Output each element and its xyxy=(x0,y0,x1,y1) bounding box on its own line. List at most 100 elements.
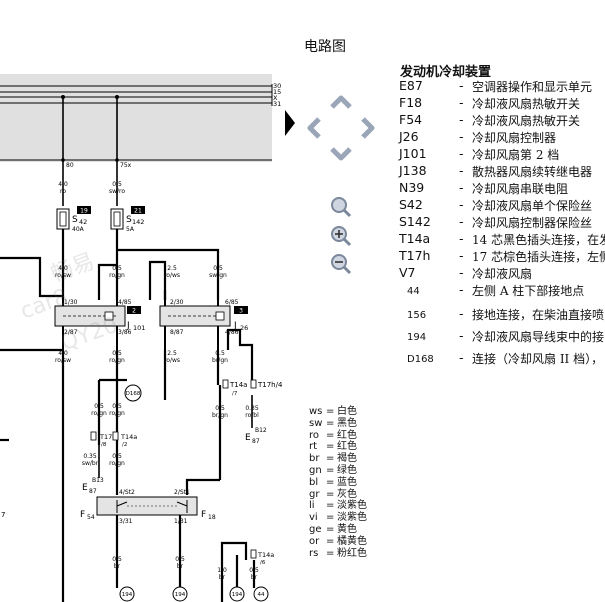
fuse-num: 21 xyxy=(134,208,142,215)
legend-code: D168 xyxy=(407,354,434,365)
legend-desc: 冷却风扇控制器保险丝 xyxy=(472,216,593,230)
component-f18: F xyxy=(201,510,206,520)
wire-label: sw/ro xyxy=(109,188,125,195)
wire-label: ro/sw xyxy=(55,357,71,364)
legend-desc: 冷却风扇控制器 xyxy=(472,131,557,145)
wire-label: br xyxy=(219,574,226,581)
wire-label: ro/gn xyxy=(109,357,125,364)
wire-label: ro/ws xyxy=(164,357,180,364)
color-row: rs=粉红色 xyxy=(309,547,367,559)
relay-name: J xyxy=(233,321,237,331)
relay-name: J xyxy=(126,321,130,331)
wire-label: 0.35 xyxy=(83,453,97,460)
legend-desc: 17 芯棕色插头连接，左侧 xyxy=(472,250,605,264)
relay-j26: 3 J 26 2/30 6/85 8/87 4/86 xyxy=(159,299,248,350)
arrow-right-icon[interactable] xyxy=(361,117,375,139)
wire-label: 0.5 xyxy=(175,556,185,563)
svg-text:T14a: T14a xyxy=(257,551,274,559)
color-row: sw=黑色 xyxy=(309,417,357,429)
arrow-left-icon[interactable] xyxy=(307,117,321,139)
legend-desc: 冷却液风扇 xyxy=(472,267,533,281)
wire-label: 0.5 xyxy=(112,350,122,357)
fuse-s42: 19 S 42 40A xyxy=(56,206,91,233)
legend-desc: 14 芯黑色插头连接，在发 xyxy=(472,233,605,247)
wire-label: 0.5 xyxy=(112,403,122,410)
wire-label: ro/ws xyxy=(164,272,180,279)
plug-t14a-6: T14a /6 xyxy=(250,549,274,566)
fuse-sub: 42 xyxy=(79,218,87,226)
wire-label: ro/gn xyxy=(91,410,107,417)
wire-label: 0.5 xyxy=(249,567,259,574)
svg-text:/6: /6 xyxy=(260,560,266,566)
legend-code: 44 xyxy=(407,286,420,297)
ground-points: 194 194 194 44 xyxy=(119,586,269,602)
legend-code: T14a xyxy=(399,231,431,246)
legend-desc: 左侧 A 柱下部接地点 xyxy=(472,284,585,298)
svg-text:T14a: T14a xyxy=(120,433,137,441)
wire-label: 4.0 xyxy=(58,181,68,188)
pin-label: 1/30 xyxy=(64,299,78,306)
ground-label: 194 xyxy=(175,592,186,598)
legend-desc: 冷却风扇第 2 档 xyxy=(472,148,560,162)
pin-label: B12 xyxy=(255,427,267,434)
wire-label: br/gn xyxy=(212,412,228,419)
color-row: ro=红色 xyxy=(309,429,357,441)
legend-code: J101 xyxy=(399,146,427,161)
wire-label: ro/gn xyxy=(109,272,125,279)
svg-text:T17h: T17h xyxy=(99,433,116,441)
svg-text:/7: /7 xyxy=(232,391,238,397)
conn-label-80: 80 xyxy=(66,162,74,169)
svg-text:/2: /2 xyxy=(122,442,127,448)
wire-label: ro/sw xyxy=(55,272,71,279)
color-row: gn=绿色 xyxy=(309,464,357,476)
svg-text:18: 18 xyxy=(208,514,216,521)
pin-label: 2/St1 xyxy=(174,489,190,496)
bus-label-30: 30 xyxy=(273,82,281,90)
pan-control xyxy=(305,92,377,168)
zoom-in-icon[interactable] xyxy=(330,225,352,251)
legend-desc: 冷却液风扇热敏开关 xyxy=(472,114,581,128)
color-row: rt=红色 xyxy=(309,441,357,453)
relay-sub: 26 xyxy=(240,324,248,332)
arrow-down-icon[interactable] xyxy=(330,147,352,161)
pin-label: 2/87 xyxy=(64,329,78,336)
svg-text:87: 87 xyxy=(89,488,97,495)
color-row: br=褐色 xyxy=(309,453,357,465)
legend-code: J138 xyxy=(399,163,427,178)
caret-right-icon[interactable] xyxy=(285,110,295,140)
ground-label: 194 xyxy=(122,592,133,598)
color-row: or=橘黄色 xyxy=(309,535,367,547)
legend-code: S42 xyxy=(399,197,423,212)
zoom-out-icon[interactable] xyxy=(330,253,352,279)
color-row: bl=蓝色 xyxy=(309,476,357,488)
wiring-diagram: 30 15 X 31 80 75x 4.0 ro 0.5 sw/ro 19 S … xyxy=(0,74,283,602)
wire-label: 0.5 xyxy=(94,403,104,410)
pin-label: 4/85 xyxy=(118,299,132,306)
wire-label: br xyxy=(251,574,258,581)
legend-code: 156 xyxy=(407,310,427,321)
wire-label: 0.5 xyxy=(112,181,122,188)
wire-label: ro/gn xyxy=(109,410,125,417)
component-e87: E xyxy=(245,433,251,443)
legend-code: S142 xyxy=(399,214,431,229)
bus-label-x: X xyxy=(273,94,278,102)
color-row: ge=黄色 xyxy=(309,523,357,535)
color-row: li=淡紫色 xyxy=(309,500,367,512)
wire-label: sw/gn xyxy=(209,272,227,279)
connector-label: D168 xyxy=(126,391,141,397)
wire-label: 0.5 xyxy=(112,556,122,563)
wire-label: ro xyxy=(60,188,66,195)
arrow-up-icon[interactable] xyxy=(330,95,352,109)
legend-code: T17h xyxy=(399,248,431,263)
legend-desc: 冷却液风扇热敏开关 xyxy=(472,97,581,111)
wire-label: 2.5 xyxy=(167,265,177,272)
legend-code: J26 xyxy=(399,129,419,144)
ground-label: 44 xyxy=(258,592,265,598)
zoom-icon[interactable] xyxy=(330,196,352,222)
legend-code: N39 xyxy=(399,180,425,195)
plug-t17h-8: T17h /8 xyxy=(90,431,116,448)
legend-code: F54 xyxy=(399,112,423,127)
wire-label: 0.5 xyxy=(112,265,122,272)
component-f54: F xyxy=(80,510,85,520)
pin-label: 2/30 xyxy=(170,299,184,306)
